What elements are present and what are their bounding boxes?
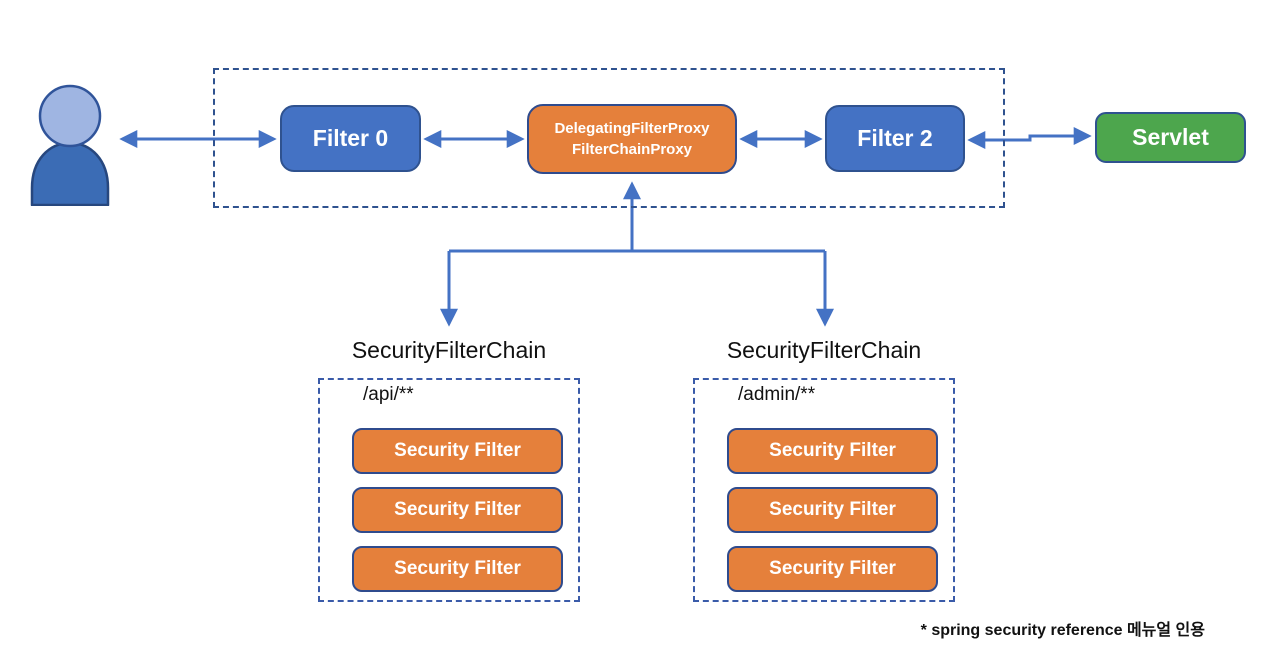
security-filter-right-1: Security Filter	[727, 428, 938, 474]
node-servlet: Servlet	[1095, 112, 1246, 163]
security-filter-right-2: Security Filter	[727, 487, 938, 533]
security-filter-chain-box-right	[693, 378, 955, 602]
proxy-label-line2: FilterChainProxy	[571, 141, 693, 158]
security-filter-chain-title-left: SecurityFilterChain	[351, 337, 547, 363]
security-filter-left-2: Security Filter	[352, 487, 563, 533]
proxy-label-line1: DelegatingFilterProxy	[554, 120, 710, 137]
reference-caption: * spring security reference 메뉴얼 인용	[920, 622, 1205, 639]
node-delegating-filter-proxy: DelegatingFilterProxy FilterChainProxy	[527, 104, 737, 174]
security-filter-chain-title-right: SecurityFilterChain	[726, 337, 922, 363]
url-pattern-admin: /admin/**	[738, 384, 816, 405]
user-icon	[30, 84, 110, 206]
security-filter-left-3: Security Filter	[352, 546, 563, 592]
security-filter-chain-box-left	[318, 378, 580, 602]
node-filter0: Filter 0	[280, 105, 421, 172]
node-filter2: Filter 2	[825, 105, 965, 172]
security-filter-left-1: Security Filter	[352, 428, 563, 474]
url-pattern-api: /api/**	[363, 384, 414, 405]
security-filter-right-3: Security Filter	[727, 546, 938, 592]
user-head-shape	[38, 84, 102, 148]
user-body-shape	[30, 141, 110, 206]
filter-chain-boundary	[213, 68, 1005, 208]
